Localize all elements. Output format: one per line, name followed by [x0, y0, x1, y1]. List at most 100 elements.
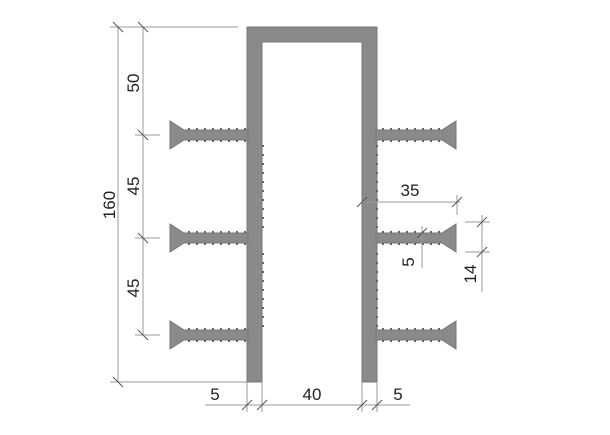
bead: [220, 140, 222, 142]
bead: [382, 140, 384, 142]
bead: [398, 328, 400, 330]
bead: [438, 128, 440, 130]
bead: [228, 243, 230, 245]
bead: [430, 243, 432, 245]
bead: [382, 231, 384, 233]
bead: [236, 340, 238, 342]
bead: [262, 226, 264, 228]
bead: [438, 243, 440, 245]
dim-total-height: 160: [100, 191, 119, 219]
bead: [262, 181, 264, 183]
right-dimensions: 35 5 14: [356, 181, 490, 292]
bead: [188, 243, 190, 245]
bead: [376, 226, 378, 228]
bead: [430, 128, 432, 130]
bead: [414, 328, 416, 330]
bead: [382, 328, 384, 330]
bead: [262, 253, 264, 255]
bead: [204, 243, 206, 245]
dim-inner-width: 40: [303, 385, 322, 404]
bead: [196, 231, 198, 233]
bead: [376, 280, 378, 282]
bead: [228, 328, 230, 330]
right-arm: [375, 320, 457, 350]
bead: [244, 328, 246, 330]
right-arm: [375, 120, 457, 150]
left-arm: [169, 120, 249, 150]
bead: [262, 199, 264, 201]
bead: [262, 280, 264, 282]
bead: [376, 145, 378, 147]
bead: [398, 243, 400, 245]
bead: [406, 243, 408, 245]
bead: [406, 340, 408, 342]
arms: [169, 120, 457, 350]
bead: [188, 140, 190, 142]
bead: [422, 243, 424, 245]
bead: [228, 128, 230, 130]
bead: [262, 208, 264, 210]
bead: [398, 231, 400, 233]
bead: [228, 140, 230, 142]
bead: [390, 140, 392, 142]
dim-middle-segment: 45: [124, 177, 143, 196]
bead: [244, 340, 246, 342]
bead: [244, 231, 246, 233]
bead: [262, 262, 264, 264]
bead: [414, 140, 416, 142]
bead: [212, 243, 214, 245]
bead: [196, 328, 198, 330]
bead: [204, 140, 206, 142]
bead: [220, 328, 222, 330]
bead: [228, 231, 230, 233]
bead: [262, 145, 264, 147]
bead: [212, 328, 214, 330]
bead: [422, 340, 424, 342]
dim-left-wall: 5: [210, 385, 219, 404]
dim-lower-segment: 45: [124, 279, 143, 298]
bead: [438, 231, 440, 233]
bead: [220, 231, 222, 233]
bead: [236, 328, 238, 330]
bead: [376, 289, 378, 291]
bead: [228, 340, 230, 342]
left-arm: [169, 320, 249, 350]
bead: [390, 243, 392, 245]
dim-right-wall: 5: [393, 385, 402, 404]
bead: [212, 231, 214, 233]
bead: [244, 243, 246, 245]
bead: [262, 271, 264, 273]
bead: [220, 340, 222, 342]
bead: [438, 340, 440, 342]
bead: [220, 128, 222, 130]
bead: [430, 231, 432, 233]
bead: [262, 172, 264, 174]
bead: [212, 140, 214, 142]
bead: [188, 328, 190, 330]
bead: [438, 328, 440, 330]
bead: [244, 128, 246, 130]
bead: [376, 217, 378, 219]
bead: [236, 128, 238, 130]
bead: [382, 243, 384, 245]
left-dimensions: 160 50 45 45: [100, 21, 247, 388]
bead: [262, 298, 264, 300]
bead: [382, 340, 384, 342]
bead: [196, 243, 198, 245]
bead: [390, 128, 392, 130]
bead: [376, 199, 378, 201]
bead: [414, 128, 416, 130]
dim-top-segment: 50: [124, 74, 143, 93]
bead: [398, 340, 400, 342]
bead: [262, 325, 264, 327]
bead: [414, 340, 416, 342]
bead: [390, 328, 392, 330]
dim-arm-thickness: 5: [399, 257, 418, 266]
bead: [390, 340, 392, 342]
bead: [406, 140, 408, 142]
bead: [414, 243, 416, 245]
bead: [430, 140, 432, 142]
bead: [438, 140, 440, 142]
bead: [212, 128, 214, 130]
